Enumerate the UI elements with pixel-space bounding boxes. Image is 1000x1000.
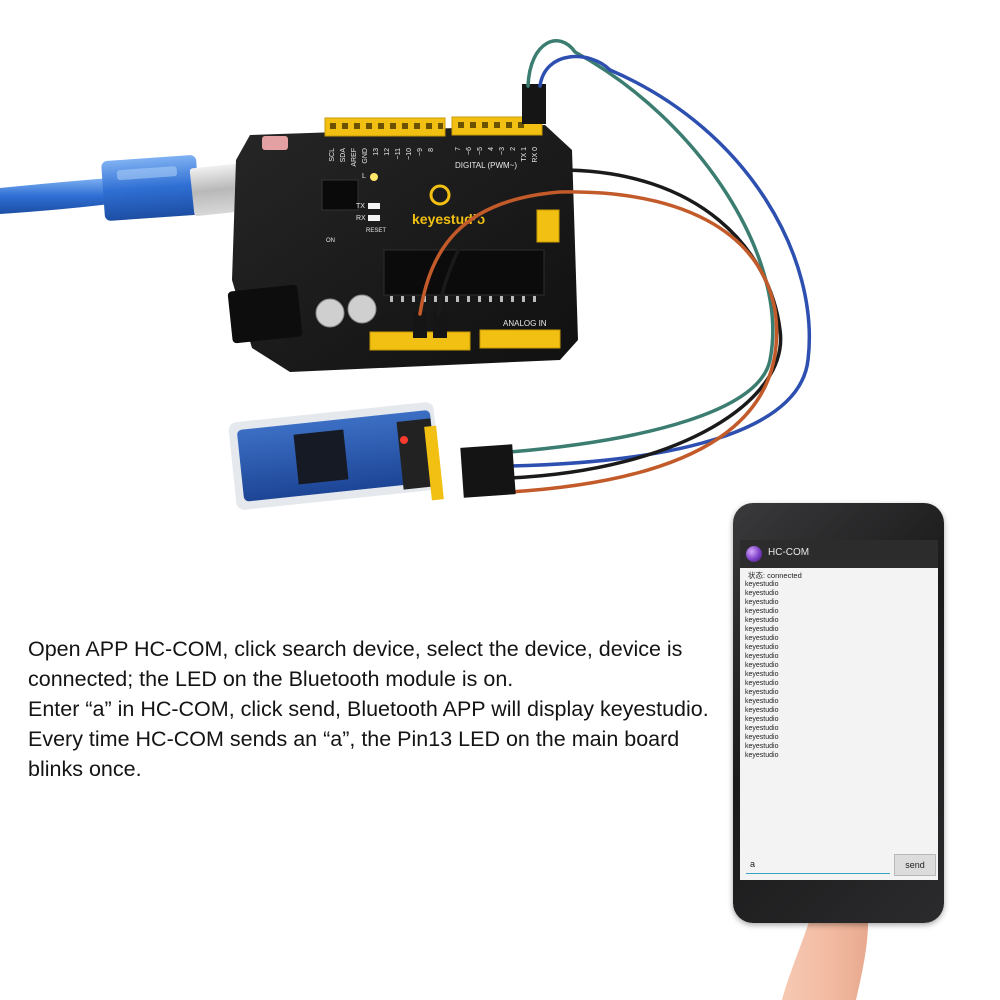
pin-label: ~3: [499, 147, 506, 155]
list-item: keyestudio: [745, 590, 779, 597]
message-input[interactable]: [746, 856, 890, 872]
send-button[interactable]: send: [894, 854, 936, 876]
instruction-paragraph: Every time HC-COM sends an “a”, the Pin1…: [28, 727, 680, 781]
app-bar: HC-COM: [740, 540, 938, 568]
list-item: keyestudio: [745, 671, 779, 678]
led-label: TX: [356, 203, 365, 210]
pin13-led: [370, 173, 378, 181]
instructions: Open APP HC-COM, click search device, se…: [28, 634, 718, 784]
reset-label: RESET: [366, 228, 386, 234]
list-item: keyestudio: [745, 599, 779, 606]
pin-label: 4: [488, 147, 495, 151]
pin-label: 12: [384, 148, 391, 156]
app-icon: [746, 546, 762, 562]
keyestudio-logo-icon: [429, 184, 451, 206]
list-item: keyestudio: [745, 626, 779, 633]
pin-label: AREF: [351, 148, 358, 167]
pin-label: ~10: [406, 148, 413, 160]
pin-label: ~6: [466, 147, 473, 155]
led-label: RX: [356, 215, 366, 222]
bluetooth-led: [400, 436, 408, 444]
pin-label: 7: [455, 147, 462, 151]
list-item: keyestudio: [745, 662, 779, 669]
list-item: keyestudio: [745, 734, 779, 741]
instruction-paragraph: Enter “a” in HC-COM, click send, Bluetoo…: [28, 697, 709, 721]
pin-label: 2: [510, 147, 517, 151]
phone-screen: HC-COM 状态: connected keyestudio keyestud…: [740, 540, 938, 880]
list-item: keyestudio: [745, 581, 779, 588]
usb-cable: [0, 155, 264, 221]
list-item: keyestudio: [745, 635, 779, 642]
list-item: keyestudio: [745, 680, 779, 687]
list-item: keyestudio: [745, 644, 779, 651]
bluetooth-module: [228, 402, 516, 510]
instruction-paragraph: Open APP HC-COM, click search device, se…: [28, 637, 683, 691]
digital-header-left: [324, 117, 446, 137]
list-item: keyestudio: [745, 743, 779, 750]
analog-header: [479, 329, 561, 349]
pin-label: SDA: [340, 148, 347, 163]
pin-label: RX 0: [532, 147, 539, 163]
power-led-label: ON: [326, 238, 335, 244]
list-item: keyestudio: [745, 653, 779, 660]
list-item: keyestudio: [745, 689, 779, 696]
pin-label: GND: [362, 148, 369, 164]
led-label: L: [362, 173, 366, 180]
arduino-board: SCL SDA AREF GND 13 12 ~11 ~10 ~9 8 7 ~6…: [227, 84, 578, 372]
pin-label: ~5: [477, 147, 484, 155]
pin-label: ~9: [417, 148, 424, 156]
pin-label: SCL: [329, 148, 336, 162]
pin-label: 13: [373, 148, 380, 156]
message-input-wrapper: [746, 855, 890, 874]
pin-label: 8: [428, 148, 435, 152]
list-item: keyestudio: [745, 608, 779, 615]
pin-label: TX 1: [521, 147, 528, 162]
list-item: keyestudio: [745, 617, 779, 624]
analog-header-label: ANALOG IN: [503, 319, 547, 328]
digital-header-label: DIGITAL (PWM~): [455, 161, 517, 170]
list-item: keyestudio: [745, 698, 779, 705]
received-list: keyestudio keyestudio keyestudio keyestu…: [745, 580, 778, 760]
pin-label: ~11: [395, 148, 402, 159]
connection-status: 状态: connected: [748, 571, 802, 580]
jumper-wires: [418, 39, 811, 494]
list-item: keyestudio: [745, 752, 779, 759]
list-item: keyestudio: [745, 725, 779, 732]
list-item: keyestudio: [745, 707, 779, 714]
list-item: keyestudio: [745, 716, 779, 723]
app-title: HC-COM: [768, 547, 810, 558]
